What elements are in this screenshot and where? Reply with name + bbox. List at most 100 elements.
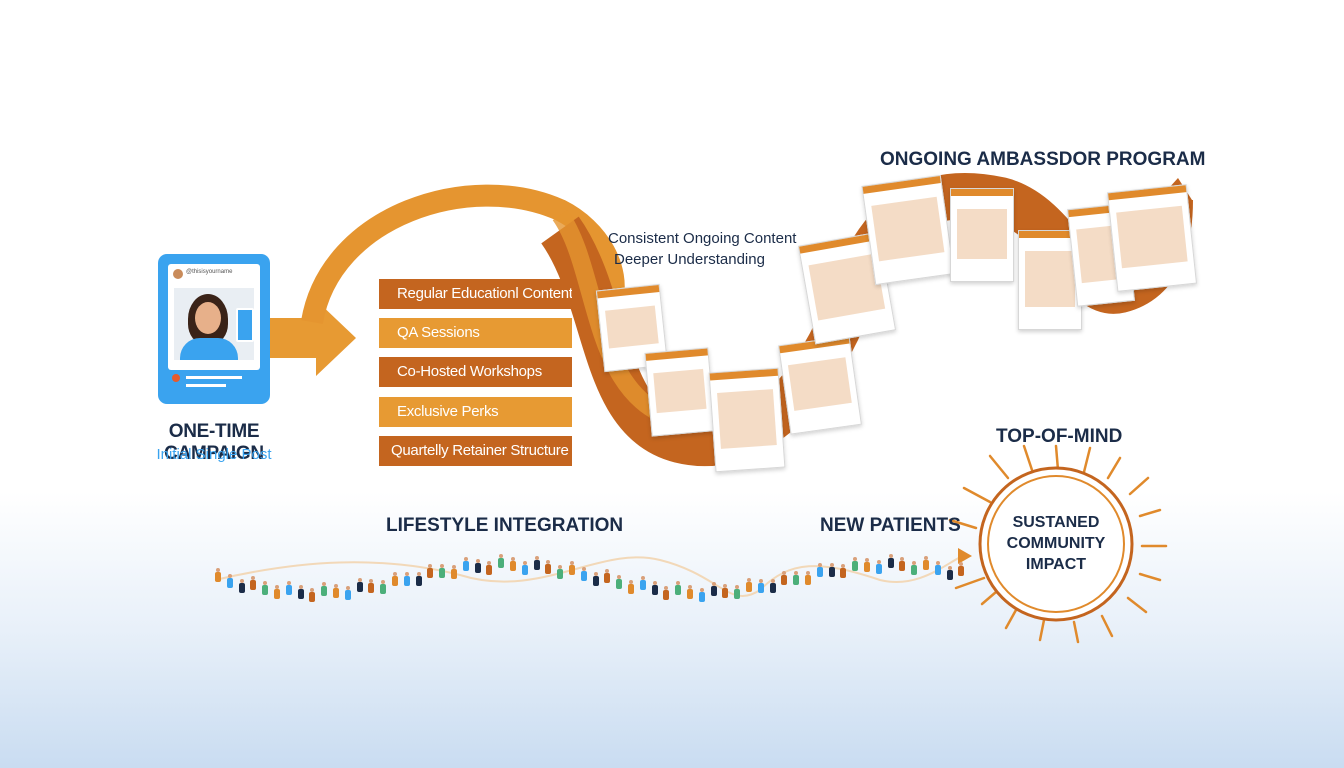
sun-rays-icon — [948, 444, 1168, 644]
person-icon — [781, 570, 788, 585]
top-of-mind-title: TOP-OF-MIND — [996, 426, 1123, 447]
person-icon — [875, 560, 882, 575]
person-icon — [887, 554, 894, 568]
step-item: QA Sessions — [379, 318, 572, 348]
person-icon — [923, 556, 929, 570]
caption-line-1: Consistent Ongoing Content — [608, 230, 797, 247]
person-icon — [462, 557, 469, 572]
person-icon — [958, 561, 965, 576]
person-icon — [274, 585, 280, 600]
person-icon — [486, 560, 493, 575]
step-item: Quartelly Retainer Structure — [379, 436, 572, 466]
person-icon — [392, 571, 398, 586]
person-icon — [403, 571, 410, 586]
person-icon — [498, 554, 505, 569]
person-icon — [651, 581, 658, 596]
person-icon — [639, 576, 646, 591]
phone-icon — [236, 308, 254, 342]
person-icon — [734, 585, 741, 600]
caption-line-2: Deeper Understanding — [614, 251, 765, 268]
person-icon — [746, 577, 752, 592]
person-icon — [215, 568, 221, 582]
person-icon — [427, 563, 434, 578]
person-icon — [805, 571, 811, 586]
impact-line-1: SUSTANED — [1012, 514, 1100, 531]
person-icon — [604, 568, 611, 583]
person-icon — [333, 584, 339, 599]
post-card — [861, 174, 955, 286]
person-icon — [793, 571, 800, 586]
person-icon — [757, 578, 764, 593]
step-item: Regular Educationl Content — [379, 279, 572, 309]
post-photo — [174, 288, 254, 360]
arch-ribbon — [301, 184, 625, 325]
person-face-icon — [195, 302, 221, 334]
person-icon — [592, 572, 599, 587]
impact-ring — [978, 466, 1134, 622]
people-crowd — [214, 554, 966, 597]
person-icon — [321, 581, 328, 596]
step-item: Co-Hosted Workshops — [379, 357, 572, 387]
program-title: ONGOING AMBASSDOR PROGRAM — [880, 149, 1206, 170]
impact-line-3: IMPACT — [1025, 556, 1087, 573]
person-icon — [828, 563, 835, 578]
person-icon — [380, 580, 387, 595]
heart-icon — [172, 374, 180, 382]
person-icon — [238, 579, 245, 594]
phone-post-card: @thisisyourname — [158, 254, 270, 404]
person-icon — [946, 565, 953, 580]
new-patients-title: NEW PATIENTS — [820, 515, 961, 536]
person-icon — [285, 580, 292, 595]
post-screen: @thisisyourname — [168, 264, 260, 370]
person-icon — [864, 558, 870, 573]
person-icon — [675, 581, 682, 596]
person-icon — [710, 581, 717, 596]
person-icon — [510, 557, 516, 572]
person-icon — [698, 587, 705, 602]
person-icon — [474, 558, 481, 573]
person-icon — [580, 566, 587, 581]
person-icon — [451, 564, 457, 579]
impact-line-2: COMMUNITY — [1006, 535, 1106, 552]
person-icon — [899, 557, 906, 572]
person-icon — [250, 575, 257, 590]
person-icon — [344, 585, 351, 600]
campaign-arrow — [270, 300, 356, 376]
person-icon — [616, 574, 623, 589]
person-icon — [368, 579, 375, 594]
person-icon — [628, 580, 634, 595]
person-icon — [722, 583, 729, 598]
impact-label: SUSTANED COMMUNITY IMPACT — [986, 512, 1126, 575]
person-icon — [934, 560, 941, 575]
person-icon — [356, 578, 363, 593]
post-card — [708, 367, 786, 473]
person-icon — [297, 584, 304, 599]
avatar — [173, 269, 183, 279]
person-icon — [533, 555, 540, 570]
person-icon — [439, 564, 446, 579]
person-icon — [663, 585, 670, 600]
person-icon — [521, 560, 528, 575]
person-icon — [852, 556, 859, 571]
person-icon — [687, 584, 693, 599]
post-card — [950, 188, 1014, 282]
lifestyle-title: LIFESTYLE INTEGRATION — [386, 515, 624, 536]
person-icon — [309, 587, 316, 602]
campaign-subtitle: Initial Single Post — [156, 446, 272, 463]
person-icon — [911, 560, 918, 575]
post-card — [778, 335, 862, 435]
person-icon — [557, 564, 564, 579]
person-icon — [769, 579, 776, 594]
person-icon — [262, 580, 269, 595]
person-icon — [545, 560, 552, 575]
person-icon — [569, 561, 575, 576]
post-handle: @thisisyourname — [186, 269, 233, 275]
person-icon — [226, 573, 233, 588]
person-icon — [415, 572, 422, 587]
crowd-arrow — [958, 548, 972, 564]
post-card — [1106, 184, 1198, 292]
step-item: Exclusive Perks — [379, 397, 572, 427]
campaign-title: ONE-TIME CAMPAIGN — [164, 421, 264, 464]
post-card — [644, 347, 716, 437]
